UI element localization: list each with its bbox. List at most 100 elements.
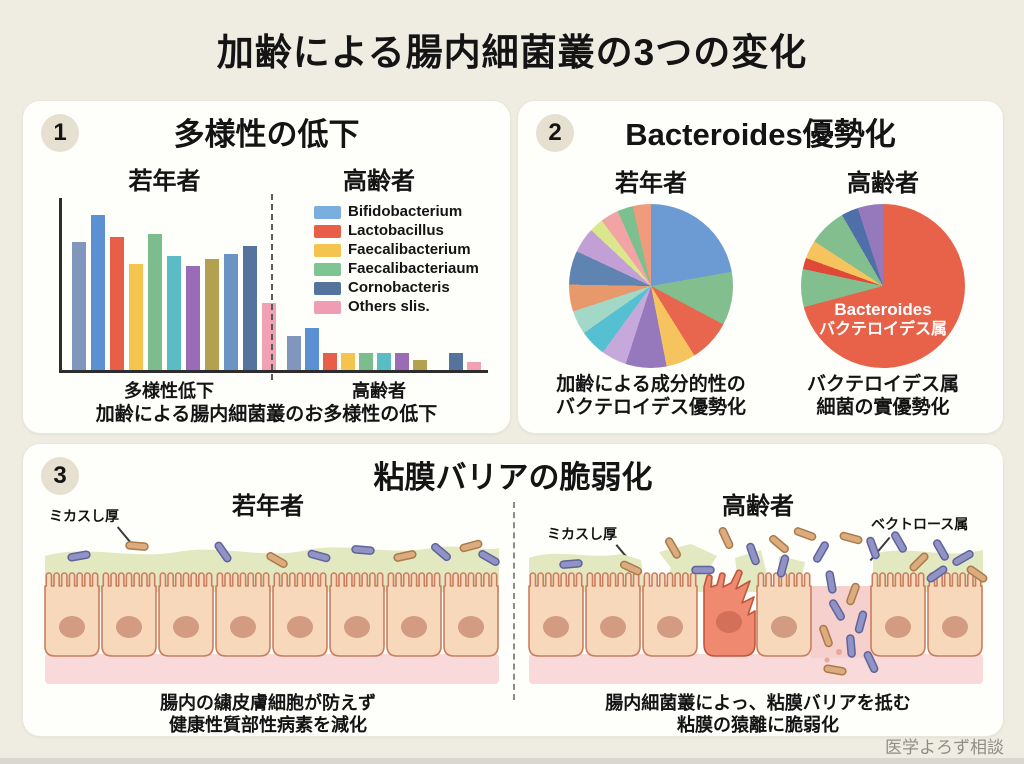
bacterium-icon xyxy=(933,539,949,561)
bacterium-icon xyxy=(952,550,974,566)
bar xyxy=(224,254,238,370)
tissue-caption-old: 腸内細菌叢によっ、粘膜バリアを抵む 粘膜の猿離に脆弱化 xyxy=(605,693,911,735)
cell-nucleus xyxy=(287,616,313,638)
panel-number-badge: 3 xyxy=(41,457,79,495)
epithelial-cell xyxy=(329,572,385,657)
group-label-young: 若年者 xyxy=(615,170,687,197)
cell-nucleus xyxy=(600,616,626,638)
bar xyxy=(341,353,355,370)
legend-label: Bifidobacterium xyxy=(348,203,463,220)
bottom-edge-strip xyxy=(0,758,1024,764)
epithelial-cell xyxy=(101,572,157,657)
bacterium-icon xyxy=(67,550,91,562)
legend-item: Others slis. xyxy=(314,299,479,315)
bacterium-icon xyxy=(966,565,988,583)
cell-nucleus xyxy=(771,616,797,638)
pie-slice-label-en: Bacteroides xyxy=(834,300,932,319)
bar xyxy=(167,255,181,370)
bacterium-icon xyxy=(926,565,948,583)
pie-young xyxy=(569,204,733,368)
legend-swatch xyxy=(314,243,341,257)
bar-group-old xyxy=(287,328,481,370)
group-divider-dashed xyxy=(271,194,273,380)
epithelial-cell xyxy=(870,572,926,657)
bar xyxy=(413,359,427,370)
bacterium-icon xyxy=(691,565,715,575)
bacterium-icon xyxy=(793,527,817,541)
legend-swatch xyxy=(314,224,341,238)
bacterium-icon xyxy=(478,550,500,566)
bacterium-icon xyxy=(665,537,681,559)
epithelial-cell xyxy=(44,572,100,657)
tissue-caption-young: 腸内の繍皮膚細胞が防えず 健康性質部性病素を減化 xyxy=(160,693,376,735)
bacterium-icon xyxy=(891,531,907,553)
legend-item: Faecalibacteriaum xyxy=(314,261,479,277)
bar xyxy=(72,242,86,370)
bacterium-icon xyxy=(351,545,375,555)
bacterium-icon xyxy=(819,624,833,648)
cell-nucleus xyxy=(942,616,968,638)
panel-title: 粘膜バリアの脆弱化 xyxy=(373,460,653,495)
bacterium-icon xyxy=(829,599,845,621)
bacterium-icon xyxy=(813,541,829,563)
epithelial-cell xyxy=(756,572,812,657)
epithelial-cell xyxy=(158,572,214,657)
epithelial-cell xyxy=(272,572,328,657)
cell-nucleus xyxy=(657,616,683,638)
bacterium-icon xyxy=(459,539,483,553)
group-label-young: 若年者 xyxy=(232,493,304,520)
bar xyxy=(377,353,391,370)
epithelial-cell xyxy=(927,572,983,657)
legend-swatch xyxy=(314,300,341,314)
group-label-old: 高齢者 xyxy=(847,170,919,197)
mucus-layer-label-young: ミカスし厚 xyxy=(49,508,119,524)
bacterium-icon xyxy=(214,541,232,563)
legend-item: Bifidobacterium xyxy=(314,204,479,220)
bar xyxy=(467,361,481,370)
group-label-young: 若年者 xyxy=(128,168,201,195)
bacterium-icon xyxy=(393,550,417,562)
bacterium-icon xyxy=(846,582,860,606)
bacterium-icon xyxy=(746,542,760,566)
cell-nucleus xyxy=(458,616,484,638)
panel-mucosa: 3 粘膜バリアの脆弱化 若年者 高齢者 ミカスし厚 ミカスし厚 ベクトロース属 … xyxy=(22,443,1004,737)
epithelial-cell xyxy=(215,572,271,657)
bacterium-icon xyxy=(825,570,837,594)
bacterium-icon xyxy=(619,560,643,576)
legend-label: Lactobacillus xyxy=(348,222,444,239)
cell-nucleus xyxy=(59,616,85,638)
legend-label: Faecalibacteriaum xyxy=(348,260,479,277)
cell-nucleus xyxy=(716,611,742,633)
group-label-old: 高齢者 xyxy=(343,168,415,195)
watermark-credit: 医学よろず相談 xyxy=(885,738,1004,757)
epithelium-illustration-young xyxy=(44,539,500,684)
legend-label: Others slis. xyxy=(348,298,430,315)
bacterium-icon xyxy=(823,664,847,676)
bar xyxy=(262,302,276,370)
epithelial-cell xyxy=(386,572,442,657)
bacterium-icon xyxy=(307,549,331,563)
legend-label: Faecalibacterium xyxy=(348,241,471,258)
x-axis-label-young: 多様性低下 xyxy=(124,381,214,401)
section-divider-dashed xyxy=(513,502,515,700)
panel-number-badge: 2 xyxy=(536,114,574,152)
cell-nucleus xyxy=(885,616,911,638)
panel-bacteroides: 2 Bacteroides優勢化 若年者 高齢者 Bacteroides バクテ… xyxy=(517,100,1004,434)
legend-label: Cornobacteris xyxy=(348,279,450,296)
legend-item: Faecalibacterium xyxy=(314,242,479,258)
epithelial-cell xyxy=(585,572,641,657)
panel-title: Bacteroides優勢化 xyxy=(625,117,896,152)
mucus-layer-label-old: ミカスし厚 xyxy=(547,526,617,542)
bar xyxy=(305,328,319,370)
debris-dot xyxy=(824,657,830,663)
bacteria-label-old: ベクトロース属 xyxy=(871,516,969,532)
lamina-layer xyxy=(45,654,499,684)
cell-nucleus xyxy=(230,616,256,638)
legend-swatch xyxy=(314,262,341,276)
cell-nucleus xyxy=(344,616,370,638)
bar-group-young xyxy=(72,215,276,370)
bacterium-icon xyxy=(854,610,868,634)
bar xyxy=(323,353,337,370)
